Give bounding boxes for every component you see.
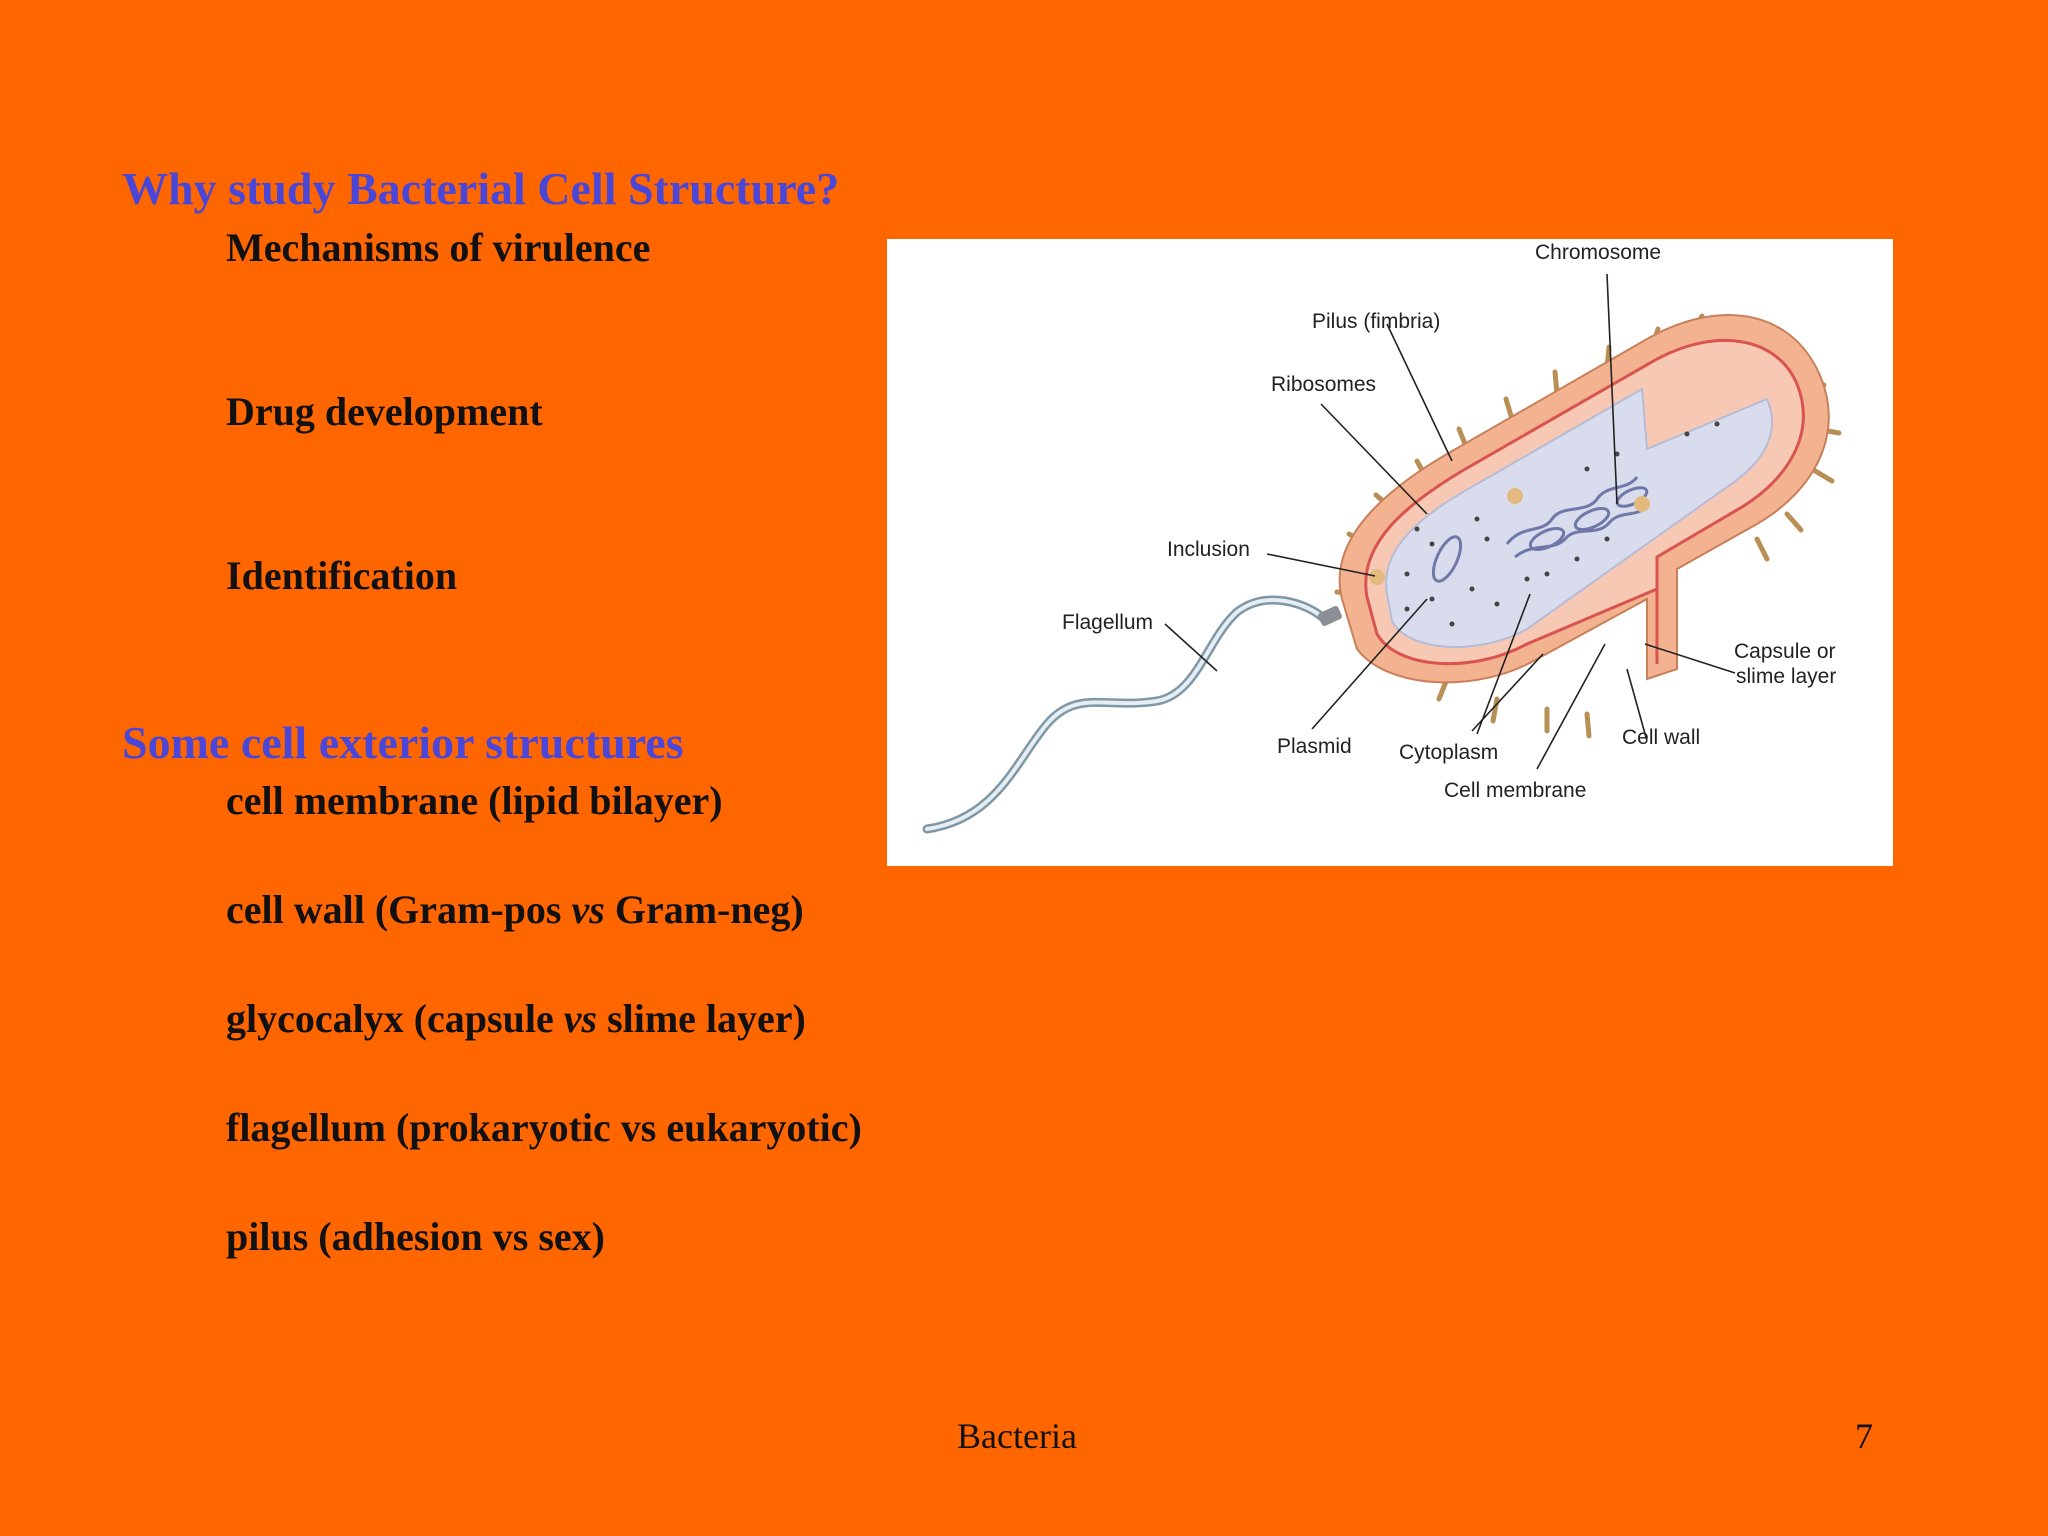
item-text: flagellum (prokaryotic vs eukaryotic)	[226, 1105, 862, 1150]
inclusion-shape	[1369, 569, 1385, 585]
label-capsule-2: slime layer	[1736, 665, 1836, 688]
page-number: 7	[1855, 1416, 1873, 1456]
item-emphasis: vs	[571, 887, 605, 932]
label-chromosome: Chromosome	[1535, 241, 1661, 264]
list-item-glycocalyx: glycocalyx (capsule vs slime layer)	[226, 999, 806, 1039]
label-capsule-1: Capsule or	[1734, 640, 1836, 663]
item-text: slime layer)	[597, 996, 806, 1041]
list-item-virulence: Mechanisms of virulence	[226, 225, 651, 270]
list-item-pilus: pilus (adhesion vs sex)	[226, 1217, 605, 1257]
list-item-cell-wall: cell wall (Gram-pos vs Gram-neg)	[226, 890, 804, 930]
label-cell-wall: Cell wall	[1622, 726, 1700, 749]
leader-lines	[1164, 273, 1736, 770]
item-text: glycocalyx (capsule	[226, 996, 564, 1041]
item-text: pilus (adhesion vs sex)	[226, 1214, 605, 1259]
label-pilus: Pilus (fimbria)	[1312, 310, 1440, 333]
label-ribosomes: Ribosomes	[1271, 373, 1376, 396]
bacterial-cell-illustration: Chromosome Pilus (fimbria) Ribosomes Inc…	[922, 241, 1842, 834]
list-item-identification: Identification	[226, 553, 458, 598]
list-item-flagellum: flagellum (prokaryotic vs eukaryotic)	[226, 1108, 862, 1148]
section-heading-why-study: Why study Bacterial Cell Structure?	[122, 163, 840, 214]
item-text: Gram-neg)	[604, 887, 804, 932]
plasmid-shape	[1431, 535, 1463, 583]
item-text: cell wall (Gram-pos	[226, 887, 572, 932]
footer-title: Bacteria	[957, 1416, 1077, 1456]
label-inclusion: Inclusion	[1167, 538, 1250, 561]
item-text: cell membrane (lipid bilayer)	[226, 778, 723, 823]
label-flagellum: Flagellum	[1062, 611, 1153, 634]
bacterial-cell-diagram: Chromosome Pilus (fimbria) Ribosomes Inc…	[887, 239, 1893, 866]
section-heading-exterior-structures: Some cell exterior structures	[122, 717, 684, 768]
label-plasmid: Plasmid	[1277, 735, 1352, 758]
list-item-cell-membrane: cell membrane (lipid bilayer)	[226, 781, 723, 821]
item-emphasis: vs	[563, 996, 598, 1041]
list-item-drug-development: Drug development	[226, 389, 543, 434]
ribosome-dots	[1404, 421, 1720, 627]
label-cytoplasm: Cytoplasm	[1399, 741, 1498, 764]
label-cell-membrane: Cell membrane	[1444, 779, 1586, 802]
flagellum-shape	[922, 595, 1327, 834]
